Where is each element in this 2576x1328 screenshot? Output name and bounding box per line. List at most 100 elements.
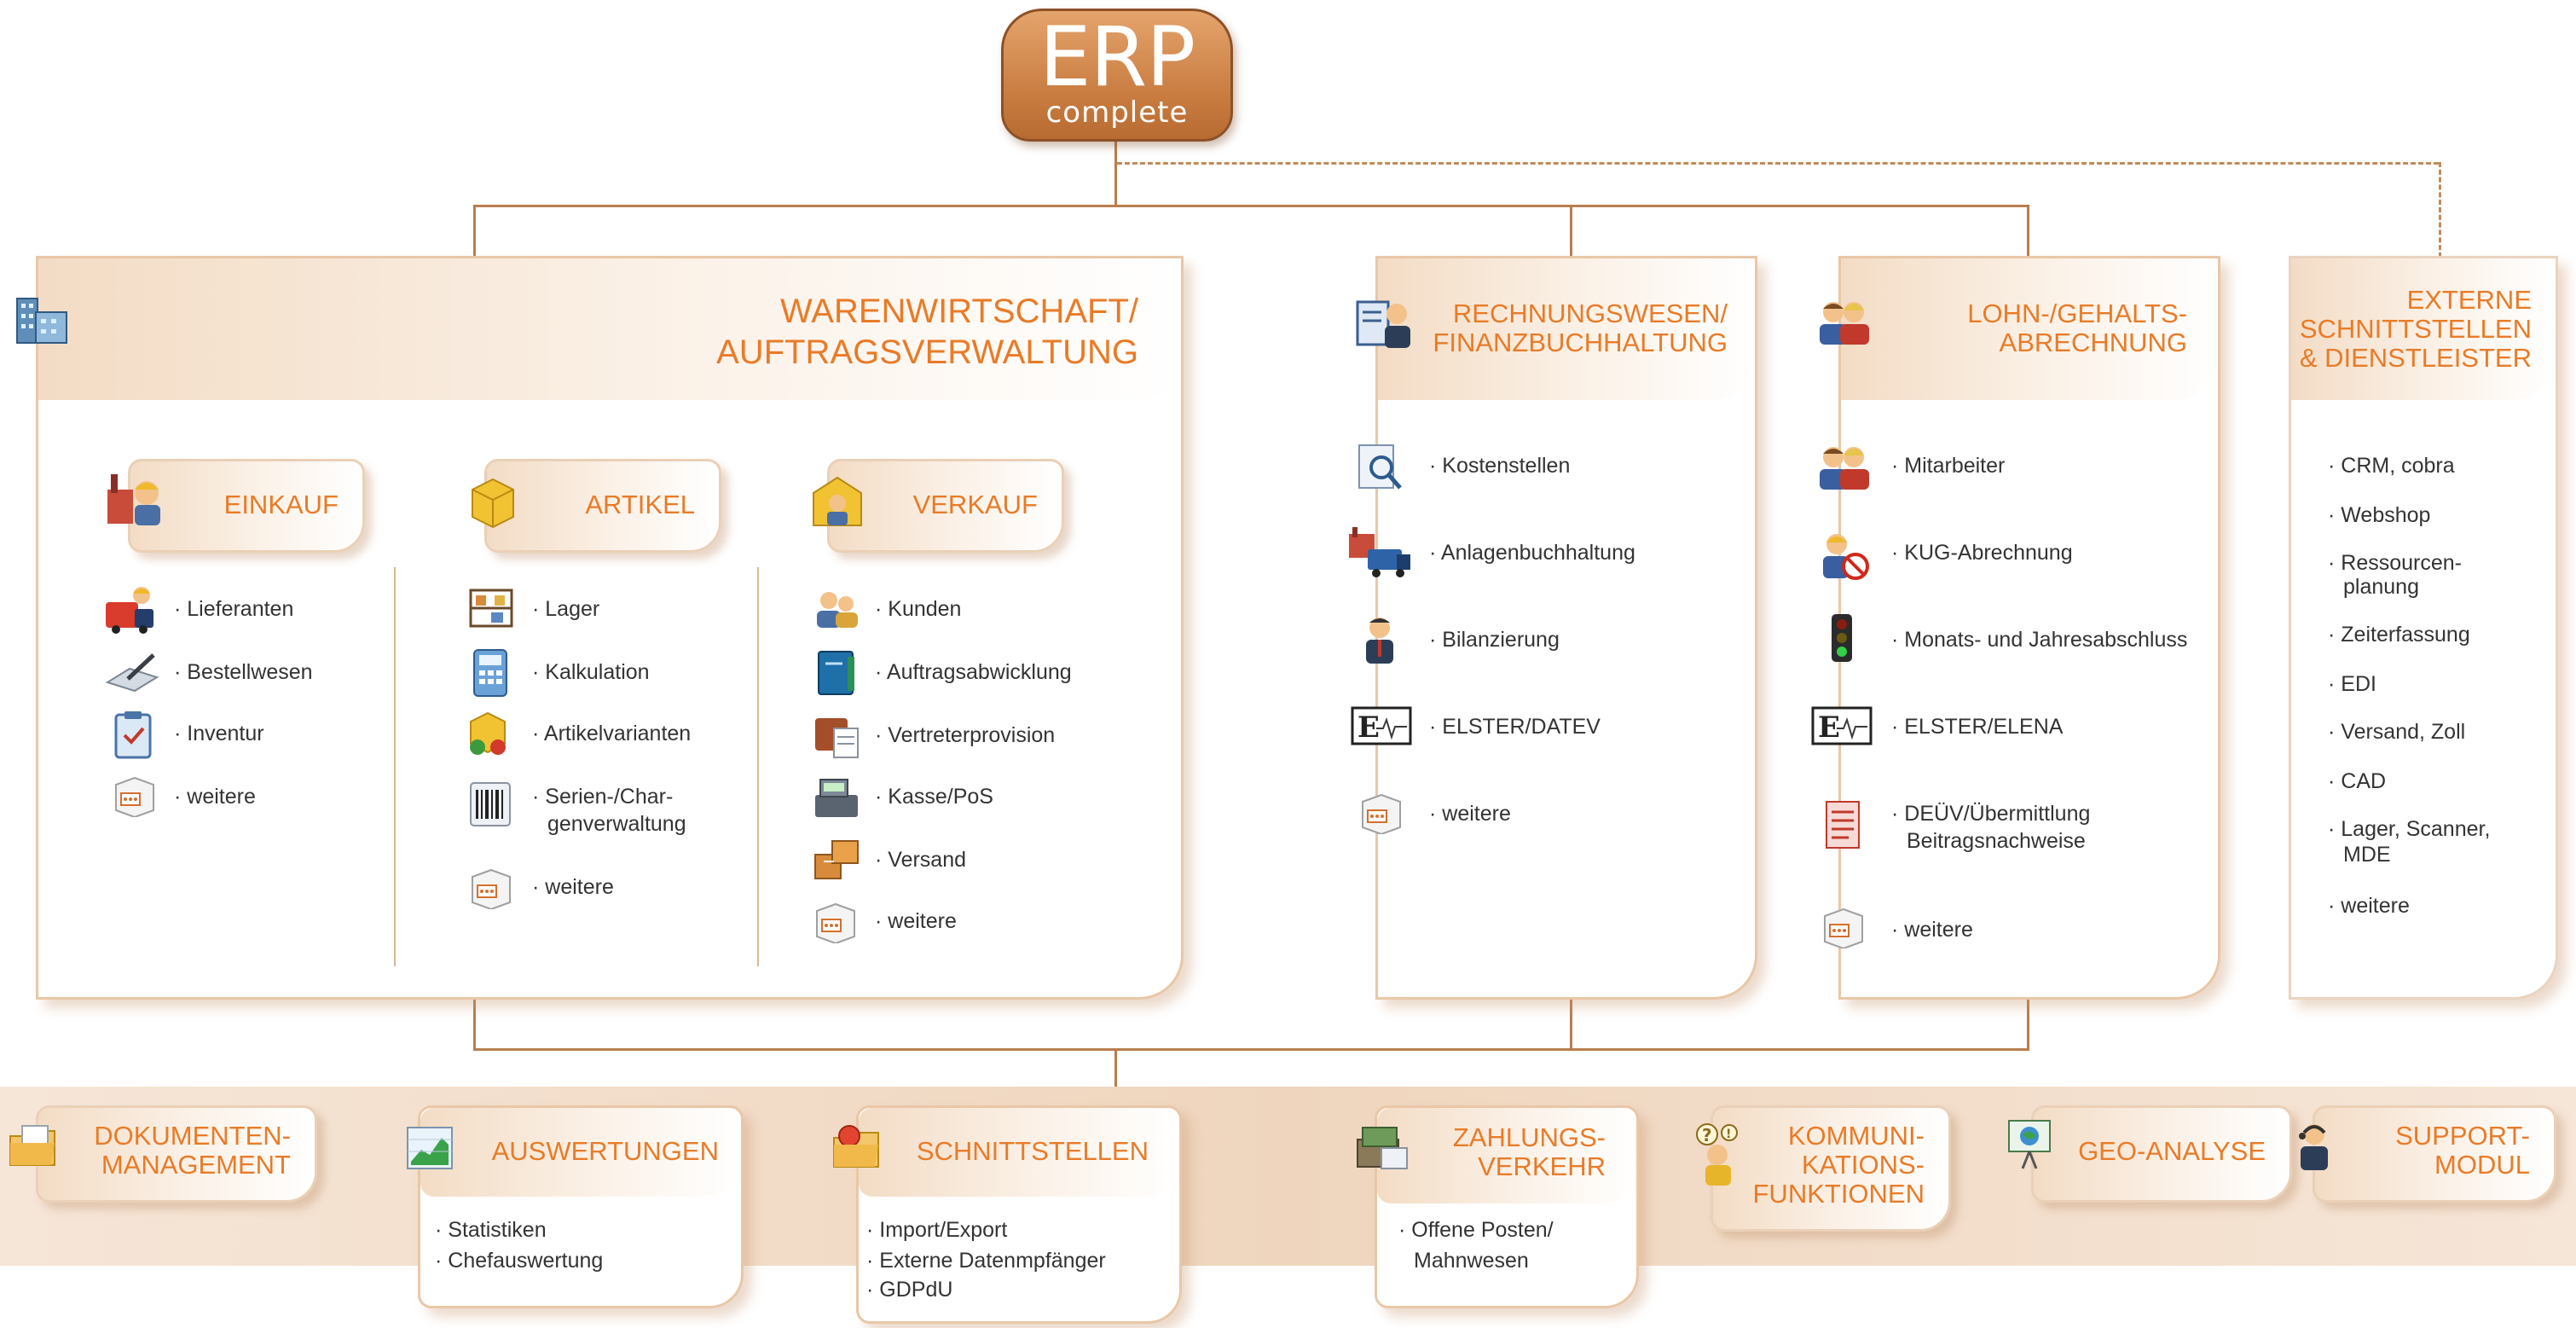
elster-icon: E [1351, 706, 1412, 745]
elster-icon: E [1811, 706, 1873, 745]
svg-text:E: E [1818, 710, 1840, 745]
panel-title-line: WARENWIRTSCHAFT/ [780, 293, 1138, 330]
list-item: · weitere [532, 875, 614, 899]
erp-complete-badge: ERP complete [1001, 9, 1233, 142]
list-item: · KUG-Abrechnung [1891, 541, 2073, 565]
factory-worker-icon [107, 474, 160, 525]
more-box-icon [1824, 908, 1863, 948]
order-book-icon [818, 651, 854, 695]
list-item: · Kunden [875, 597, 962, 621]
panel-header [38, 258, 1181, 400]
panel-title: EXTERNE SCHNITTSTELLEN & DIENSTLEISTER [2300, 286, 2532, 373]
module-header [1377, 1108, 1636, 1203]
warehouse-shelf-icon [469, 589, 513, 628]
list-item: · CRM, cobra [2328, 454, 2455, 478]
accountant-icon [1356, 300, 1410, 348]
module-header [420, 1108, 741, 1197]
connector-line [473, 205, 2029, 207]
column-divider [757, 567, 759, 966]
module-title-line: ZAHLUNGS- [1452, 1122, 1606, 1152]
panel-title-line: AUFTRAGSVERWALTUNG [716, 333, 1138, 371]
list-item: · ELSTER/ELENA [1891, 715, 2064, 739]
module-geo-analyse: GEO-ANALYSE [2031, 1105, 2292, 1203]
worker-no-icon [1823, 534, 1869, 580]
module-auswertungen: AUSWERTUNGEN [418, 1105, 744, 1308]
list-item: · Artikelvarianten [532, 722, 692, 745]
presentation-board-icon [2008, 1120, 2051, 1169]
list-item: Mahnwesen [1414, 1249, 1529, 1273]
sub-header-einkauf: EINKAUF [128, 459, 365, 553]
list-item: · Webshop [2328, 503, 2431, 527]
list-item: · Serien-/Char- [532, 785, 674, 809]
more-box-icon [816, 902, 855, 943]
panel-title-line: EXTERNE [2406, 285, 2532, 315]
list-item: · Inventur [174, 722, 264, 745]
list-item: · weitere [875, 909, 957, 933]
connector-line [2027, 205, 2029, 258]
money-cashbox-icon [1357, 1127, 1408, 1169]
panel-title-line: & DIENSTLEISTER [2299, 343, 2532, 373]
module-title: GEO-ANALYSE [2078, 1136, 2266, 1166]
panel-title: WARENWIRTSCHAFT/ AUFTRAGSVERWALTUNG [716, 291, 1138, 373]
sub-title: ARTIKEL [585, 490, 695, 519]
module-title: ZAHLUNGS- VERKEHR [1453, 1123, 1606, 1181]
employees-icon [1820, 447, 1869, 490]
list-item: · Bestellwesen [174, 660, 313, 684]
connector-line [1570, 996, 1572, 1051]
svg-text:!: ! [1726, 1128, 1731, 1141]
buildings-icon [16, 298, 67, 344]
module-title: SCHNITTSTELLEN [916, 1136, 1149, 1166]
wallet-document-icon [815, 718, 859, 758]
businessman-icon [1366, 618, 1393, 664]
variants-icon [470, 711, 506, 755]
sub-title: VERKAUF [912, 490, 1038, 519]
module-title-line: KOMMUNI- [1787, 1121, 1925, 1151]
barcode-icon [470, 782, 511, 826]
module-dokumenten-management: DOKUMENTEN- MANAGEMENT [36, 1105, 317, 1203]
panel-lohn-gehalt: LOHN-/GEHALTS- ABRECHNUNG [1838, 256, 2220, 1000]
panel-title-line: FINANZBUCHHALTUNG [1433, 328, 1728, 357]
module-title-line: FUNKTIONEN [1752, 1179, 1925, 1209]
module-title-line: MODUL [2434, 1150, 2530, 1180]
list-item: Beitragsnachweise [1907, 829, 2086, 853]
connector-line [2027, 996, 2029, 1051]
sub-header-artikel: ARTIKEL [484, 459, 721, 553]
list-item: · Offene Posten/ [1398, 1218, 1554, 1242]
panel-header [2291, 258, 2556, 400]
list-item: · EDI [2328, 672, 2376, 696]
panel-externe-schnittstellen: EXTERNE SCHNITTSTELLEN & DIENSTLEISTER [2289, 256, 2558, 1000]
module-support: SUPPORT- MODUL [2313, 1105, 2556, 1203]
panel-title: RECHNUNGSWESEN/ FINANZBUCHHALTUNG [1433, 299, 1728, 357]
dashed-connector [2439, 162, 2441, 258]
more-box-icon [472, 868, 511, 909]
column-divider [394, 567, 396, 966]
module-title-line: DOKUMENTEN- [94, 1121, 291, 1151]
list-item: · weitere [174, 785, 256, 809]
module-title: DOKUMENTEN- MANAGEMENT [94, 1122, 291, 1180]
erp-subtitle: complete [1045, 96, 1189, 130]
list-item: · Lager [532, 597, 600, 621]
cash-register-icon [815, 779, 858, 817]
panel-title: LOHN-/GEHALTS- ABRECHNUNG [1967, 299, 2187, 357]
list-item: · Kalkulation [532, 660, 650, 684]
list-item: · Statistiken [435, 1218, 547, 1242]
list-item: planung [2343, 575, 2419, 599]
list-item: · Versand [875, 848, 967, 872]
dashed-connector [1117, 162, 2439, 165]
list-item: · Bilanzierung [1429, 628, 1560, 652]
folder-network-icon [833, 1125, 879, 1168]
document-list-icon [1826, 801, 1860, 849]
magnifier-report-icon [1358, 444, 1402, 490]
list-item: · Lieferanten [174, 597, 294, 621]
module-title: KOMMUNI- KATIONS- FUNKTIONEN [1753, 1122, 1925, 1209]
module-title: AUSWERTUNGEN [491, 1136, 719, 1166]
list-item: · Externe Datenmpfänger [866, 1249, 1106, 1273]
folder-document-icon [9, 1125, 55, 1166]
panel-title-line: RECHNUNGSWESEN/ [1452, 299, 1728, 328]
list-item: · ELSTER/DATEV [1429, 715, 1601, 739]
shipping-boxes-icon [814, 840, 859, 879]
list-item: · Chefauswertung [435, 1249, 604, 1273]
list-item: · Ressourcen- [2328, 551, 2462, 575]
connector-line [1114, 136, 1117, 206]
